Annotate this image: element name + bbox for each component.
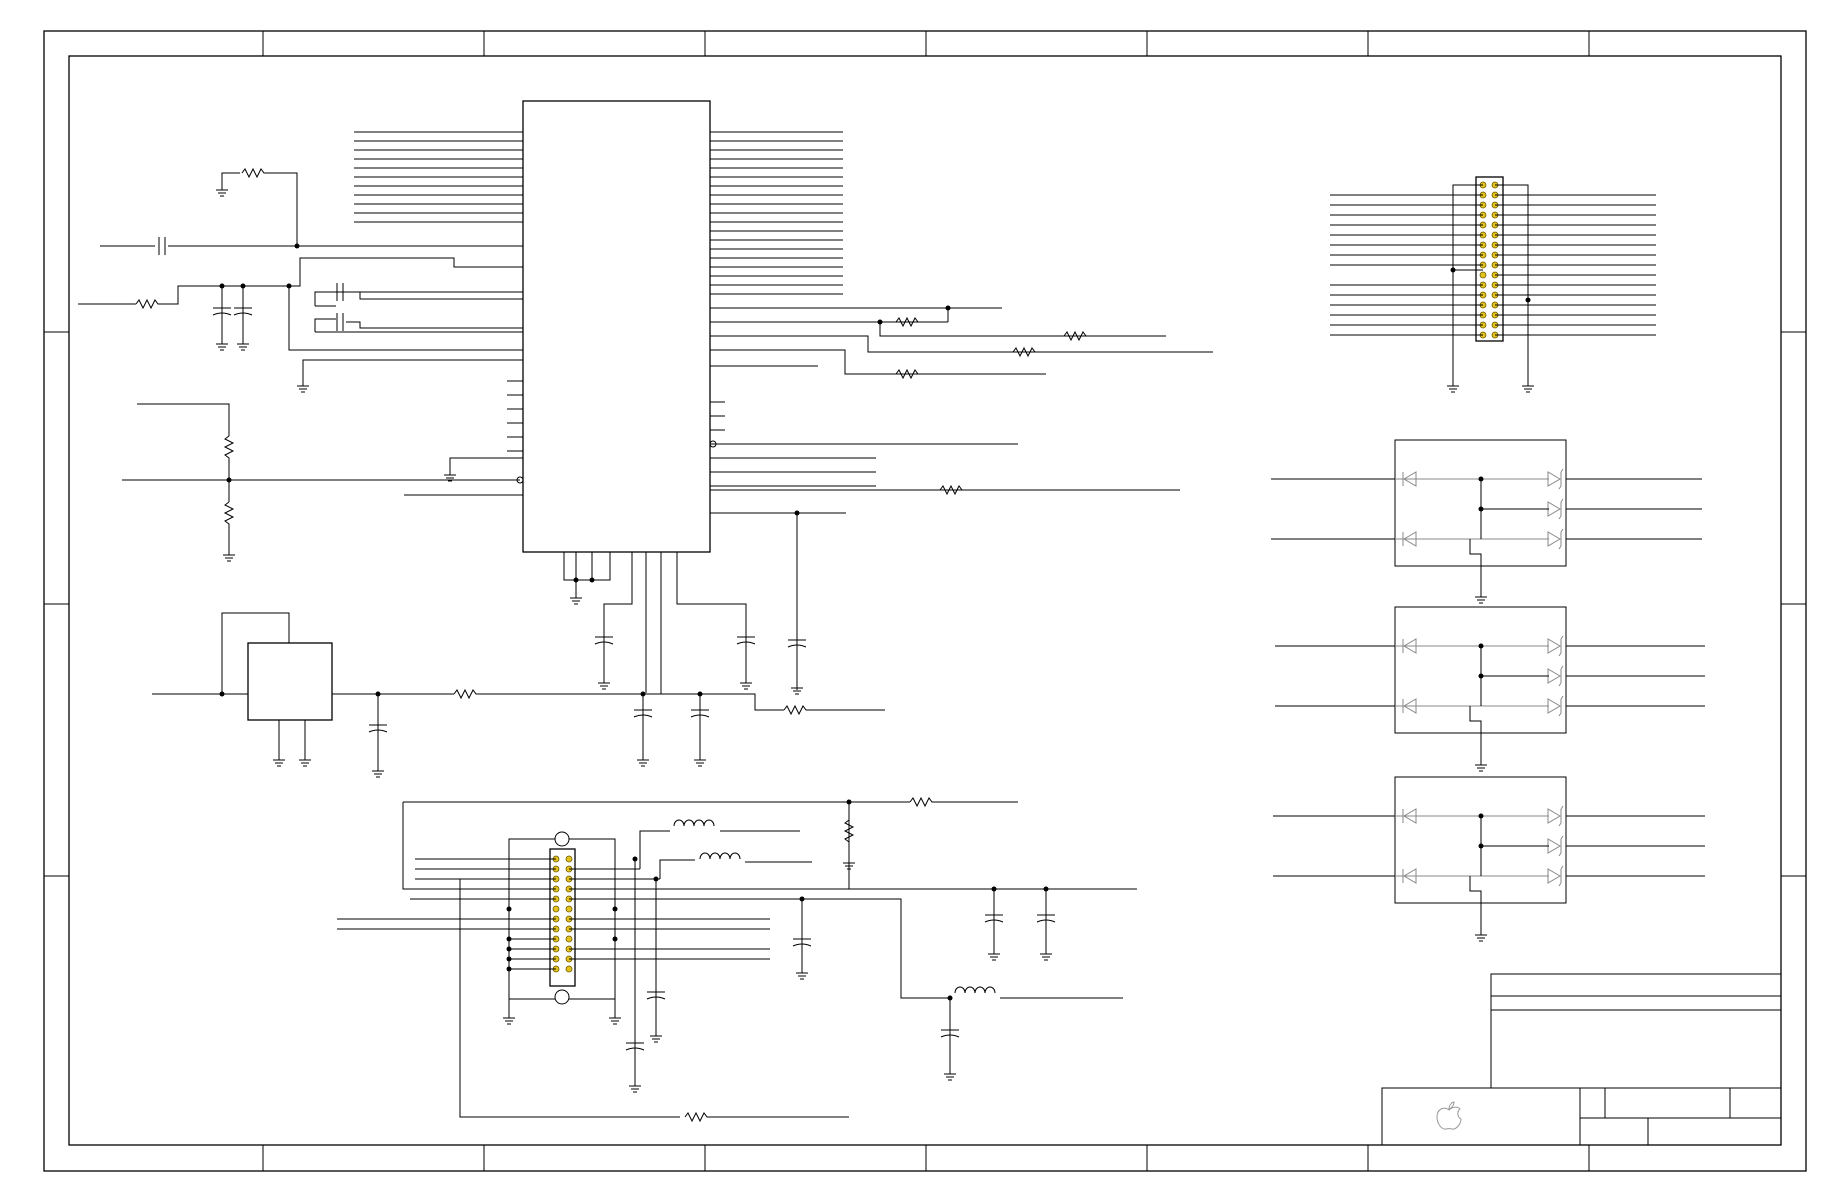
connector-mount-hole-bottom	[554, 989, 570, 1005]
left-passive-network	[78, 168, 523, 482]
apple-logo-icon	[1436, 1101, 1462, 1130]
main-ic-bottom-nets	[563, 552, 756, 693]
main-ic	[354, 100, 876, 553]
esd-block-1	[1271, 439, 1702, 604]
regulator-ic	[247, 642, 333, 721]
esd-block-3	[1273, 776, 1705, 942]
right-connector-right-wires	[1495, 194, 1656, 336]
right-connector-left-wires	[1330, 194, 1483, 336]
top-right-connector	[1330, 176, 1656, 393]
bottom-connector	[337, 797, 1137, 1122]
esd-block-2	[1275, 606, 1705, 772]
sheet-border	[43, 30, 1807, 1172]
divider-network	[122, 403, 523, 562]
main-ic-right-pins	[710, 131, 876, 514]
title-block	[1381, 973, 1782, 1146]
main-ic-right-nets	[710, 305, 1213, 695]
connector-mount-hole-top	[554, 831, 570, 847]
connector-wires	[337, 858, 770, 970]
main-ic-body	[522, 100, 711, 553]
regulator-block	[152, 612, 885, 778]
main-ic-left-pins	[354, 131, 523, 452]
